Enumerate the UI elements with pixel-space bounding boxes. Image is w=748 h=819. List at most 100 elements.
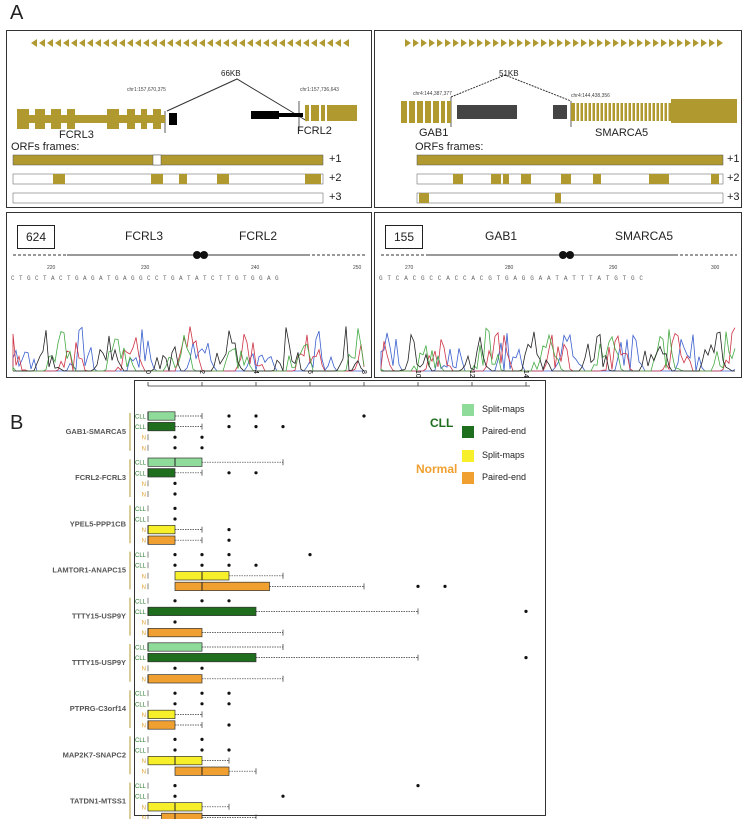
arrow-left-icon [279,39,285,47]
group-label: PTPRG-C3orf14 [70,704,127,713]
row-label: N [142,493,146,499]
outlier-point [227,599,231,603]
group-label: GAB1-SMARCA5 [66,427,126,436]
exon-gap [575,103,577,121]
exon-gap [631,103,633,121]
arrow-left-icon [223,39,229,47]
row-label: CLL [135,646,147,652]
outlier-point [173,794,177,798]
arrow-right-icon [501,39,507,47]
orf-frame-1 [12,154,324,166]
arrow-left-icon [175,39,181,47]
outlier-point [281,425,285,429]
row-label: N [142,816,146,819]
legend: CLL Normal Split-maps Paired-end Split-m… [416,400,540,500]
outlier-point [173,666,177,670]
arrow-right-icon [429,39,435,47]
row-label: CLL [135,415,147,421]
outlier-point [200,691,204,695]
box-n-paired [147,720,176,730]
x-tick-label: 4 [252,370,259,374]
outlier-point [173,691,177,695]
exon-block [141,109,147,129]
legend-swatch-cll-split [462,404,474,416]
row-label: CLL [135,610,147,616]
exon-block [17,109,29,129]
exon-gap [439,101,441,123]
arrow-right-icon [453,39,459,47]
junction-gene-right: SMARCA5 [615,229,674,243]
exon-gap [651,103,653,121]
arrow-left-icon [47,39,53,47]
exon-gap [655,103,657,121]
outlier-point [362,414,366,418]
x-tick-label: 10 [414,370,421,378]
arrow-left-icon [143,39,149,47]
outlier-point [227,538,231,542]
arrow-right-icon [709,39,715,47]
frame-label-3: +3 [329,191,342,203]
arrow-left-icon [55,39,61,47]
exon-gap [445,101,447,123]
outlier-point [227,425,231,429]
outlier-point [173,737,177,742]
outlier-point [524,609,528,614]
arrow-right-icon [541,39,547,47]
gene-label-smarca5: SMARCA5 [595,127,649,139]
arrow-right-icon [509,39,515,47]
arrow-left-icon [335,39,341,47]
box-cll-split [147,411,176,421]
box-cll-paired [147,653,257,663]
row-label: N [142,805,146,811]
outlier-point [200,446,204,450]
orf-title: ORFs frames: [415,141,484,153]
orf-frame-3 [12,192,324,204]
arrow-right-icon [637,39,643,47]
exon-gap [663,103,665,121]
junction-gene-left: FCRL3 [125,229,164,243]
group-label: TTTY15-USP9Y [72,658,126,667]
splice-connector [450,74,572,102]
box-n-paired [147,674,203,684]
arrow-left-icon [71,39,77,47]
distance-label: 66KB [221,69,241,78]
arrow-right-icon [493,39,499,47]
outlier-point [308,553,312,557]
arrow-right-icon [525,39,531,47]
arrow-right-icon [661,39,667,47]
arrow-left-icon [167,39,173,47]
arrow-right-icon [677,39,683,47]
panel-b-letter: B [10,412,24,434]
gene-label-fcrl3: FCRL3 [59,129,94,141]
arrow-right-icon [437,39,443,47]
gene-label-gab1: GAB1 [419,127,449,139]
exon-gap [611,103,613,121]
exon-gap [643,103,645,121]
arrow-left-icon [95,39,101,47]
box-cll-paired [147,422,176,432]
x-tick-label: 2 [198,370,205,374]
arrow-left-icon [79,39,85,47]
x-tick-label: 0 [144,370,151,374]
outlier-point [227,471,231,475]
arrow-left-icon [295,39,301,47]
exon-block [67,109,75,129]
orf-frame-2 [12,173,324,185]
distance-label: 51KB [499,69,519,78]
row-label: CLL [135,656,147,662]
outlier-point [173,481,177,485]
exon-gap [415,101,417,123]
legend-label-normal-paired: Paired-end [482,472,527,482]
row-label: N [142,436,146,442]
outlier-point [416,584,420,589]
fusion-structure-left-graphic [12,39,357,204]
arrow-left-icon [191,39,197,47]
frame-label-2: +2 [329,172,342,184]
arrow-left-icon [271,39,277,47]
row-label: N [142,667,146,673]
coord-right: chr1:157,736,643 [300,87,339,93]
frame-label-1: +1 [727,153,740,165]
arrow-left-icon [239,39,245,47]
chromatogram-trace [380,327,736,372]
